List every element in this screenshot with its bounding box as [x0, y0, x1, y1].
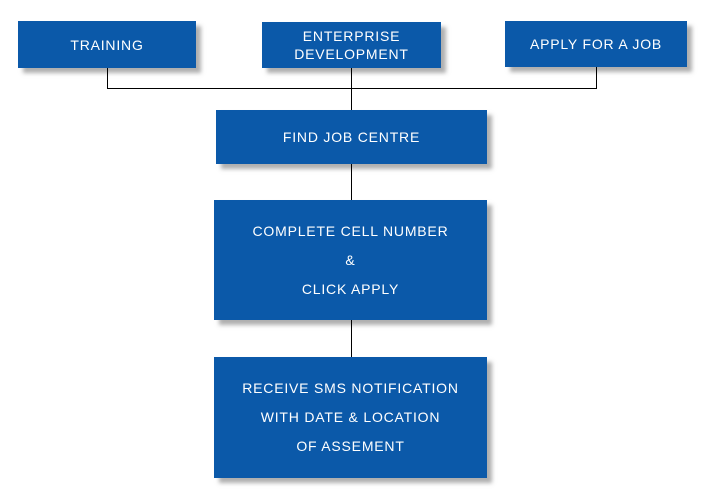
node-complete-cell-number: COMPLETE CELL NUMBER & CLICK APPLY — [214, 200, 487, 320]
node-training: TRAINING — [18, 21, 196, 68]
node-find-centre-label: FIND JOB CENTRE — [282, 129, 421, 145]
node-receive-sms-notification: RECEIVE SMS NOTIFICATION WITH DATE & LOC… — [214, 357, 487, 478]
connector-apply-down — [596, 67, 597, 89]
node-enterprise-label-line2: DEVELOPMENT — [294, 46, 409, 62]
node-complete-cell-label-line3: CLICK APPLY — [301, 280, 400, 297]
node-enterprise-label-line1: ENTERPRISE — [302, 28, 401, 44]
connector-complete-to-receive — [351, 320, 352, 357]
node-training-label: TRAINING — [70, 36, 144, 53]
node-complete-cell-label-line2: & — [345, 251, 356, 268]
node-find-job-centre: FIND JOB CENTRE — [216, 110, 487, 164]
connector-horizontal-join — [107, 88, 597, 89]
node-complete-cell-label-line1: COMPLETE CELL NUMBER — [252, 222, 449, 239]
connector-enterprise-down — [351, 68, 352, 110]
connector-find-to-complete — [351, 164, 352, 200]
node-enterprise-development: ENTERPRISE DEVELOPMENT — [262, 22, 441, 68]
node-receive-sms-label-line2: WITH DATE & LOCATION — [260, 409, 441, 425]
node-receive-sms-label-line1: RECEIVE SMS NOTIFICATION — [242, 380, 459, 396]
node-receive-sms-label-line3: OF ASSEMENT — [296, 438, 405, 454]
connector-training-down — [107, 68, 108, 89]
node-apply-job-label: APPLY FOR A JOB — [529, 36, 663, 52]
node-apply-for-a-job: APPLY FOR A JOB — [505, 21, 687, 67]
